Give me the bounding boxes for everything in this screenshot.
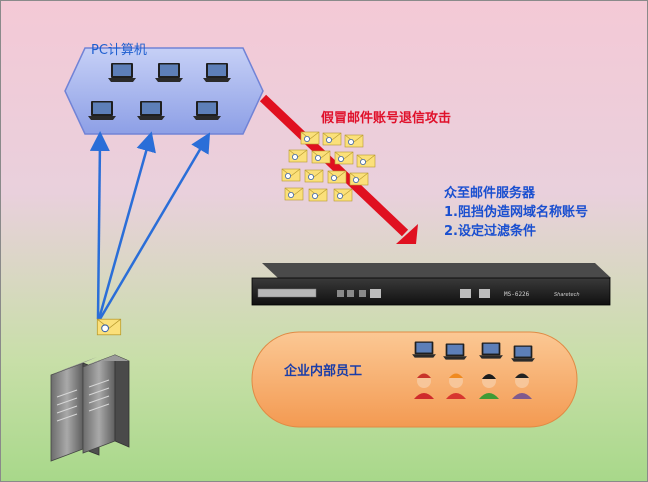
person-icon (446, 373, 466, 399)
person-icon (512, 373, 532, 399)
laptop-icon (479, 342, 503, 359)
server-step-1: 1.阻挡伪造网域名称账号 (444, 205, 588, 220)
laptop-icon (511, 345, 535, 362)
laptop-icon (88, 101, 116, 120)
device-model-label: MS-6226 (504, 291, 530, 298)
laptop-icon (108, 63, 136, 82)
server-info: 众至邮件服务器 1.阻挡伪造网域名称账号 2.设定过滤条件 (444, 184, 588, 241)
laptop-icon (203, 63, 231, 82)
server-step-2: 2.设定过滤条件 (444, 224, 536, 239)
send-arrow (89, 131, 110, 320)
laptop-icon (412, 341, 436, 358)
send-arrow (98, 132, 211, 320)
laptop-icon (155, 63, 183, 82)
attack-arrow (259, 94, 409, 237)
server-title: 众至邮件服务器 (444, 186, 536, 201)
attack-arrow-head (396, 224, 418, 244)
mail-server-device (251, 263, 611, 306)
laptop-icon (193, 101, 221, 120)
laptop-icon (137, 101, 165, 120)
envelope-icon (96, 318, 122, 336)
laptop-icon (443, 343, 467, 360)
pc-group-label: PC计算机 (91, 43, 147, 58)
attack-label: 假冒邮件账号退信攻击 (321, 111, 452, 126)
send-arrow (97, 131, 156, 320)
device-brand-label: Sharetech (554, 292, 580, 298)
pc-group-panel (64, 47, 264, 135)
person-icon (479, 374, 499, 399)
staff-label: 企业内部员工 (284, 364, 363, 379)
person-icon (414, 373, 434, 399)
server-tower-icon (50, 354, 130, 462)
